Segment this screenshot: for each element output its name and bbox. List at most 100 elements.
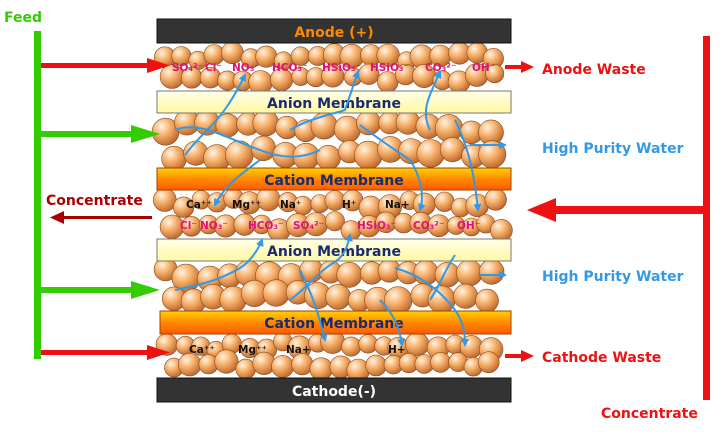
ion-label: HSiO₃⁻ bbox=[370, 62, 409, 74]
resin-bead bbox=[490, 219, 513, 242]
feed-arrow bbox=[41, 125, 160, 143]
resin-bead bbox=[325, 284, 351, 310]
anode-label: Anode (+) bbox=[294, 25, 373, 41]
cathode-waste-label: Cathode Waste bbox=[542, 350, 661, 366]
flow-path bbox=[454, 119, 482, 212]
cation-membrane-1-label: Cation Membrane bbox=[264, 173, 404, 189]
ion-label: NO₃⁻ bbox=[232, 62, 260, 74]
anode-chamber-ions: SO₄²⁻Cl⁻ NO₃⁻ HCO₃⁻ HSiO₃⁻ HSiO₃⁻ CO₃²⁻ OH⁻ bbox=[172, 62, 495, 74]
concentrate-out-arrow bbox=[50, 211, 152, 224]
ion-label: Ca⁺⁺ bbox=[186, 199, 212, 211]
resin-bead bbox=[324, 211, 345, 232]
feed-label: Feed bbox=[4, 10, 42, 26]
flow-path bbox=[184, 73, 246, 156]
flow-path bbox=[214, 159, 261, 207]
flow-path bbox=[359, 124, 426, 212]
resin-bead bbox=[153, 188, 177, 212]
flow-path bbox=[289, 70, 360, 131]
cathode-chamber-ions: Ca⁺⁺Mg⁺⁺Na+H+ bbox=[189, 344, 406, 356]
cathode-plate: Cathode(-) bbox=[156, 377, 512, 403]
resin-bead bbox=[341, 336, 362, 357]
resin-bead bbox=[178, 352, 202, 377]
cation-membrane-2-label: Cation Membrane bbox=[264, 316, 404, 332]
ion-label: Ca⁺⁺ bbox=[189, 344, 215, 356]
ion-label: OH⁻ bbox=[472, 62, 495, 74]
anode-plate: Anode (+) bbox=[156, 18, 512, 44]
ion-label: HSiO₃⁻ bbox=[357, 220, 396, 232]
ion-label: H+ bbox=[388, 344, 406, 356]
ion-label: SO₄²⁻ bbox=[293, 220, 324, 232]
resin-bead bbox=[161, 145, 187, 172]
flow-path bbox=[289, 233, 353, 301]
ion-label: OH⁻ bbox=[457, 220, 480, 232]
anode-waste-arrow bbox=[505, 61, 534, 73]
ion-label: Na+ bbox=[286, 344, 311, 356]
resin-bead bbox=[416, 139, 445, 168]
resin-bead bbox=[173, 196, 195, 218]
concentrate-left-label: Concentrate bbox=[46, 193, 143, 209]
anion-membrane-1: Anion Membrane bbox=[156, 90, 512, 114]
ion-label: H⁺ bbox=[342, 199, 356, 211]
feed-to-cathode-arrow bbox=[41, 345, 170, 360]
high-purity-water-2-label: High Purity Water bbox=[542, 269, 684, 285]
resin-bead bbox=[309, 357, 333, 381]
resin-bead bbox=[405, 332, 430, 357]
flow-path bbox=[394, 267, 469, 347]
anion-membrane-2-label: Anion Membrane bbox=[267, 244, 401, 260]
resin-bead bbox=[271, 355, 295, 378]
cathode-label: Cathode(-) bbox=[292, 384, 376, 400]
ion-label: Cl⁻ bbox=[180, 220, 197, 232]
flow-path bbox=[299, 269, 328, 342]
ion-label: HCO₃⁻ bbox=[248, 220, 284, 232]
feed-arrow bbox=[41, 281, 160, 299]
resin-bead bbox=[262, 279, 290, 307]
resin-bead bbox=[252, 109, 279, 137]
resin-bead bbox=[478, 259, 505, 285]
feed-manifold: Feed bbox=[4, 10, 160, 359]
flow-path bbox=[174, 126, 321, 158]
ion-label: Cl⁻ bbox=[205, 62, 222, 74]
concentrate-cations: Ca⁺⁺ Mg⁺⁺ Na⁺ H⁺ Na+ bbox=[186, 199, 410, 211]
concentrate-recycle-line bbox=[527, 36, 710, 400]
ion-label: Na+ bbox=[385, 199, 410, 211]
resin-beads-concentrate-chamber bbox=[153, 187, 513, 242]
cathode-waste-arrow bbox=[505, 350, 534, 362]
flow-path bbox=[174, 238, 264, 291]
cation-membrane-2: Cation Membrane bbox=[159, 310, 512, 335]
ion-label: Na⁺ bbox=[280, 199, 301, 211]
resin-bead bbox=[484, 188, 507, 211]
ion-flow-paths bbox=[174, 70, 507, 347]
ion-label: CO₃²⁻ bbox=[425, 62, 456, 74]
high-purity-water-1-label: High Purity Water bbox=[542, 141, 684, 157]
resin-bead bbox=[412, 192, 436, 216]
resin-bead bbox=[475, 288, 499, 313]
anion-membrane-1-label: Anion Membrane bbox=[267, 96, 401, 112]
resin-bead bbox=[430, 352, 451, 373]
resin-bead bbox=[214, 349, 239, 374]
resin-bead bbox=[453, 283, 479, 309]
resin-bead bbox=[365, 354, 387, 377]
ion-label: Mg⁺⁺ bbox=[232, 199, 261, 211]
resin-beads-cathode-chamber bbox=[155, 329, 504, 383]
resin-bead bbox=[221, 41, 244, 65]
resin-beads-dilute-chamber-2 bbox=[153, 257, 505, 315]
anion-membrane-2: Anion Membrane bbox=[156, 238, 512, 262]
resin-beads-dilute-chamber-1 bbox=[151, 109, 507, 172]
resin-bead bbox=[291, 353, 314, 376]
ion-label: SO₄²⁻ bbox=[172, 62, 203, 74]
resin-bead bbox=[427, 285, 456, 314]
flow-path bbox=[424, 70, 442, 131]
ion-label: NO₃⁻ bbox=[200, 220, 228, 232]
resin-bead bbox=[336, 261, 363, 288]
ion-label: HCO₃⁻ bbox=[272, 62, 308, 74]
resin-bead bbox=[455, 259, 483, 287]
resin-beads-anode-chamber bbox=[154, 41, 505, 95]
feed-to-anode-arrow bbox=[41, 58, 170, 73]
ion-label: HSiO₃⁻ bbox=[322, 62, 361, 74]
resin-bead bbox=[477, 351, 500, 374]
concentrate-anions: Cl⁻NO₃⁻HCO₃⁻SO₄²⁻HSiO₃⁻CO₃²⁻OH⁻ bbox=[180, 220, 480, 232]
resin-bead bbox=[439, 137, 465, 163]
flow-path bbox=[429, 254, 456, 301]
resin-bead bbox=[315, 145, 341, 171]
